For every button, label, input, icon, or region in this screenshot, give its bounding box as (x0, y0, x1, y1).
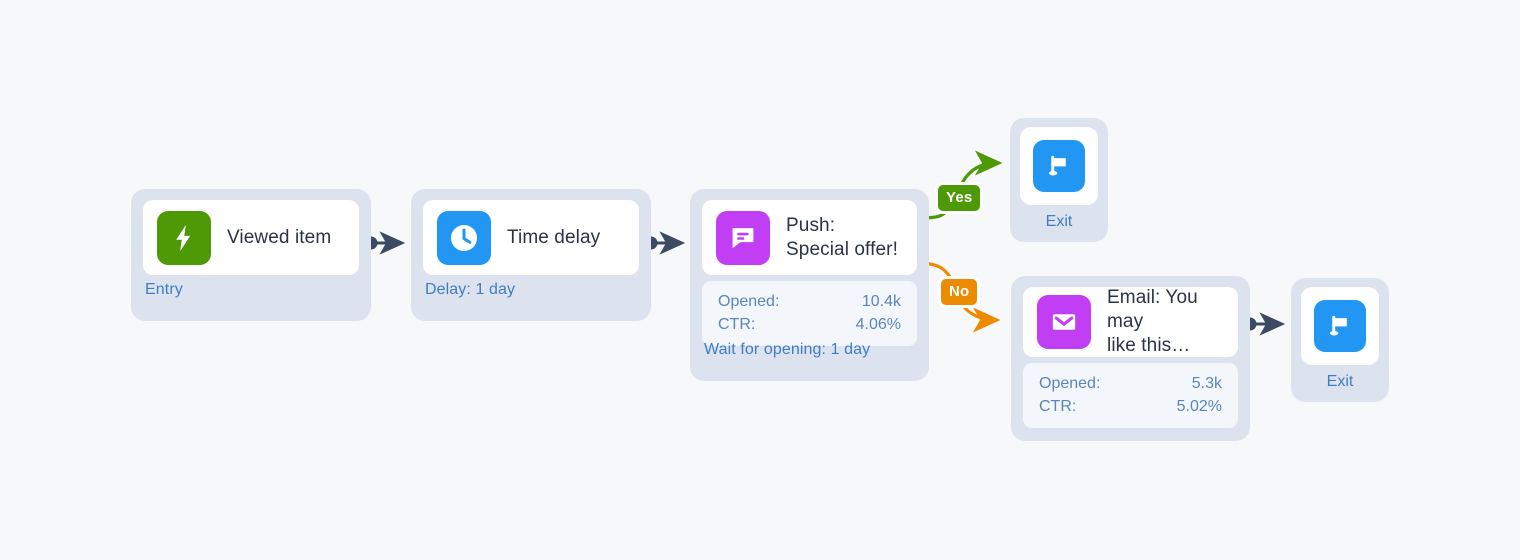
node-meta-entry: Entry (145, 281, 183, 298)
node-stats: Opened: 5.3k CTR: 5.02% (1023, 363, 1238, 428)
stat-value: 5.02% (1176, 398, 1222, 415)
stat-value: 4.06% (855, 316, 901, 333)
node-stats: Opened: 10.4k CTR: 4.06% (702, 281, 917, 346)
node-card[interactable]: Push: Special offer! (702, 200, 917, 275)
clock-icon (437, 210, 491, 265)
exit-label: Exit (1326, 373, 1354, 390)
stat-label: CTR: (1039, 398, 1077, 415)
envelope-icon (1037, 295, 1091, 349)
stat-row: Opened: 5.3k (1039, 372, 1222, 395)
node-meta-push: Wait for opening: 1 day (704, 341, 871, 358)
stat-label: Opened: (1039, 375, 1101, 392)
node-card[interactable] (1020, 127, 1098, 205)
node-title: Push: Special offer! (786, 214, 898, 260)
node-email-you-may-like-this[interactable]: Email: You may like this… Opened: 5.3k C… (1011, 276, 1250, 441)
stat-label: Opened: (718, 293, 780, 310)
branch-badge-no[interactable]: No (938, 276, 981, 308)
stat-row: CTR: 4.06% (718, 313, 901, 336)
node-card[interactable]: Time delay (423, 200, 639, 275)
stat-value: 5.3k (1191, 375, 1222, 392)
branch-badge-yes[interactable]: Yes (935, 182, 984, 214)
stat-value: 10.4k (861, 293, 901, 310)
stat-label: CTR: (718, 316, 756, 333)
exit-label: Exit (1045, 213, 1073, 230)
node-viewed-item[interactable]: Viewed item Entry (131, 189, 371, 321)
node-push-special-offer[interactable]: Push: Special offer! Opened: 10.4k CTR: … (690, 189, 929, 381)
node-exit-top[interactable]: Exit (1010, 118, 1108, 242)
node-card[interactable]: Email: You may like this… (1023, 287, 1238, 357)
node-time-delay[interactable]: Time delay Delay: 1 day (411, 189, 651, 321)
node-title: Time delay (507, 226, 601, 248)
flag-icon (1314, 300, 1366, 352)
stat-row: Opened: 10.4k (718, 290, 901, 313)
node-card[interactable] (1301, 287, 1379, 365)
node-meta-delay: Delay: 1 day (425, 281, 516, 298)
flag-icon (1033, 140, 1085, 192)
stat-row: CTR: 5.02% (1039, 395, 1222, 418)
push-message-icon (716, 210, 770, 265)
node-exit-bottom[interactable]: Exit (1291, 278, 1389, 402)
lightning-bolt-icon (157, 210, 211, 265)
node-title: Viewed item (227, 226, 332, 248)
node-title: Email: You may like this… (1107, 287, 1198, 356)
node-card[interactable]: Viewed item (143, 200, 359, 275)
